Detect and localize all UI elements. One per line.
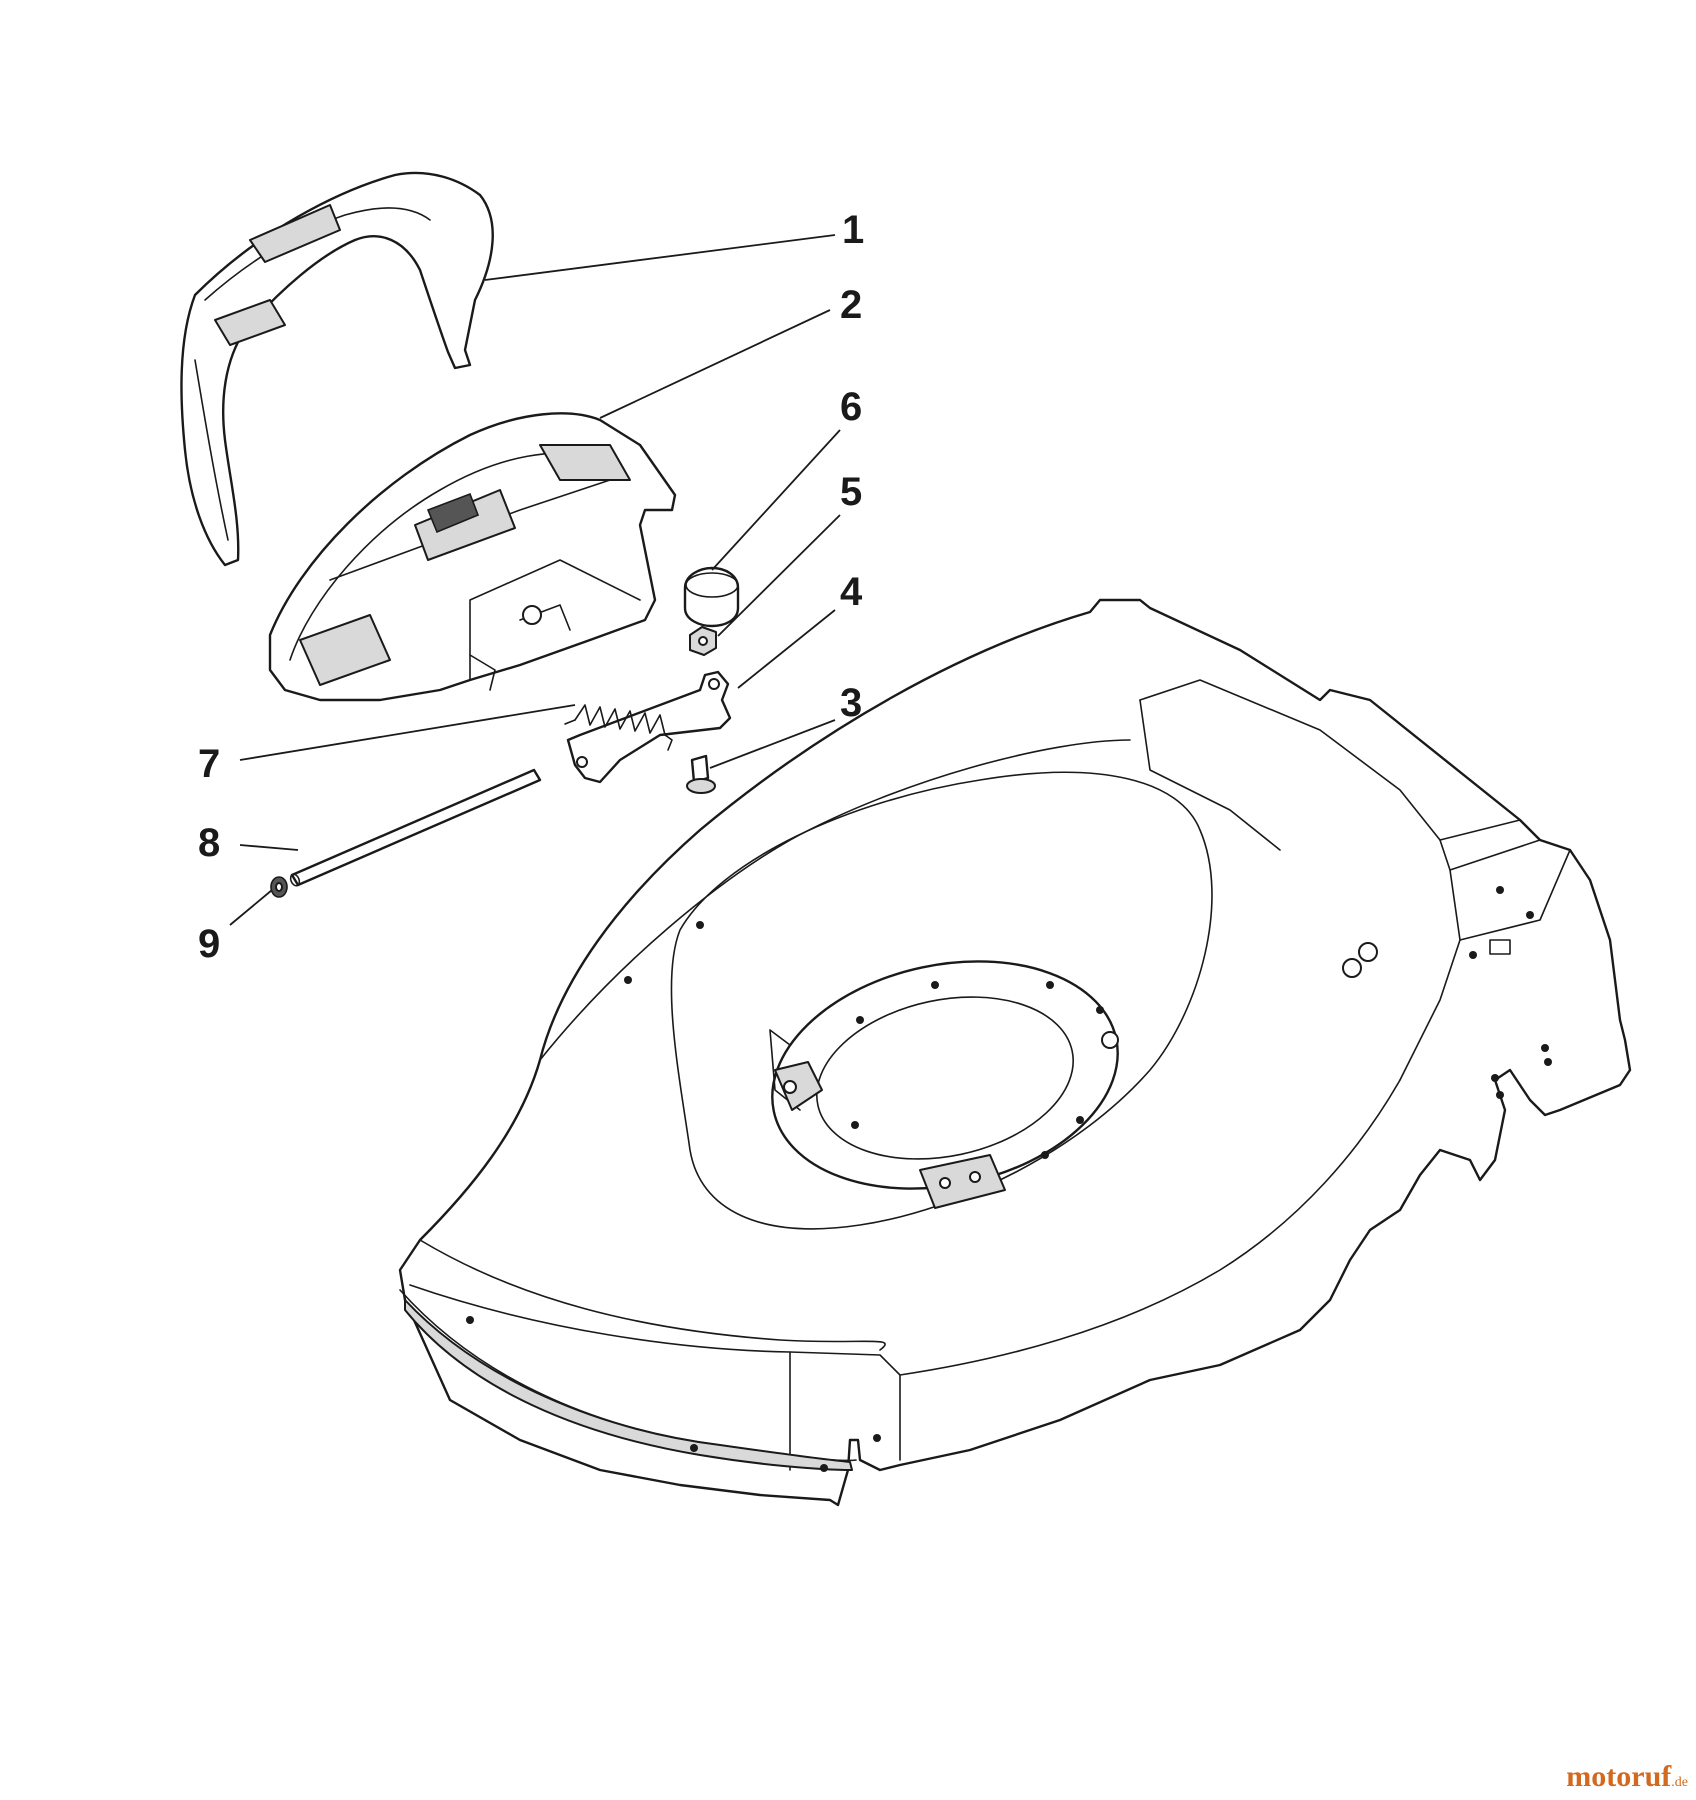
- part-1-rear-guard: [180, 171, 494, 567]
- mower-deck: [398, 598, 1632, 1507]
- watermark-suffix: .de: [1671, 1775, 1688, 1790]
- leader-lines: [229, 234, 841, 926]
- callout-7: 7: [198, 742, 220, 786]
- callout-5: 5: [840, 470, 862, 514]
- part-5-nut: [689, 626, 717, 656]
- part-8-rod: [289, 768, 542, 887]
- leader-5: [717, 514, 841, 637]
- callout-2: 2: [840, 283, 862, 327]
- callout-labels: 1 2 6 5 4 3 7 8 9: [198, 208, 864, 966]
- leader-8: [239, 844, 299, 851]
- leader-2: [599, 309, 831, 419]
- leader-3: [709, 719, 836, 769]
- callout-8: 8: [198, 821, 220, 865]
- leader-9: [229, 889, 273, 926]
- part-3-bolt: [686, 754, 716, 794]
- callout-9: 9: [198, 922, 220, 966]
- leader-4: [737, 609, 836, 689]
- part-6-cap: [683, 566, 740, 628]
- part-9-washer: [270, 876, 288, 898]
- callout-4: 4: [840, 570, 863, 614]
- watermark-main: motoruf: [1566, 1760, 1672, 1793]
- callout-3: 3: [840, 681, 862, 725]
- part-7-spring: [564, 704, 673, 751]
- callout-6: 6: [840, 385, 862, 429]
- leader-7: [239, 704, 576, 761]
- watermark-logo: motoruf.de: [1566, 1760, 1688, 1794]
- leader-1: [484, 234, 836, 281]
- part-2-cover: [268, 412, 677, 702]
- leader-6: [711, 429, 841, 571]
- callout-1: 1: [842, 208, 864, 252]
